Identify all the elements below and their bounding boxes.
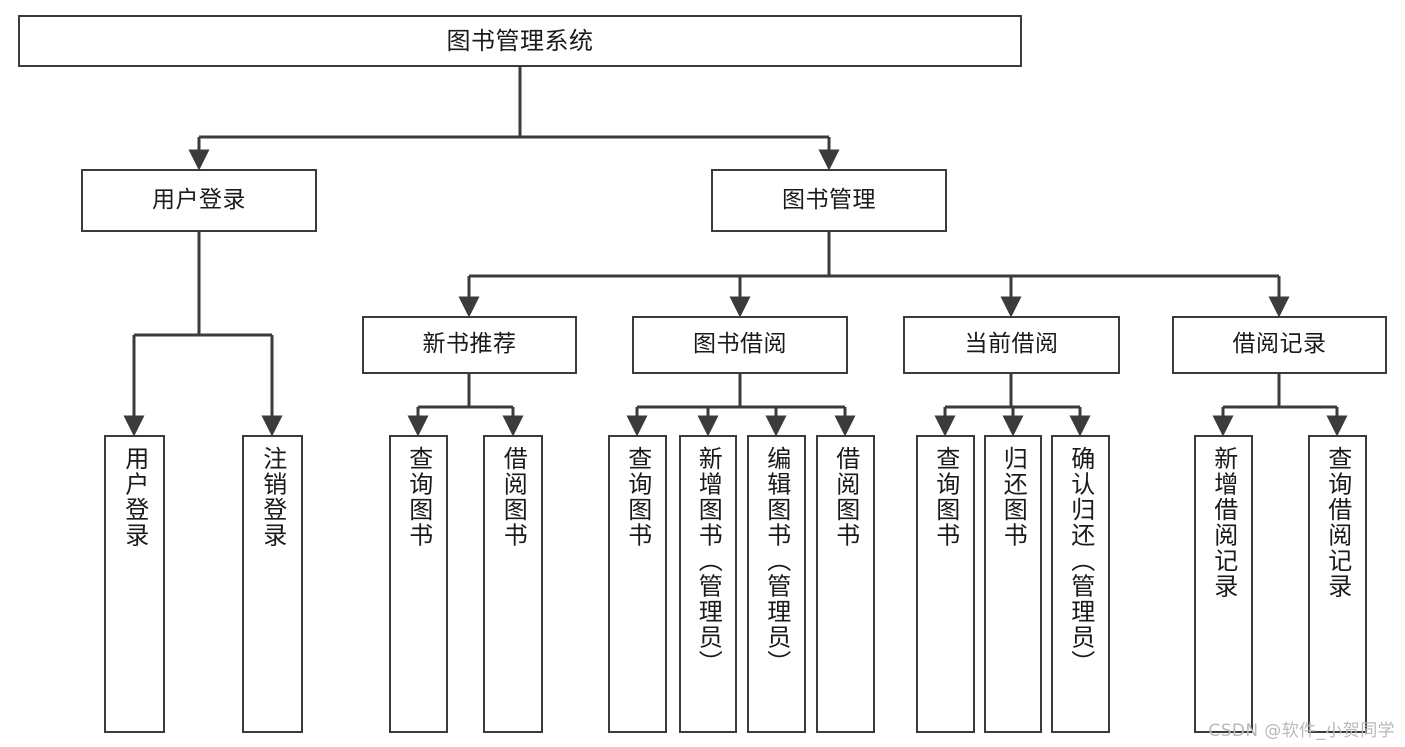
node-leaf-current-return-book-label: 归还图书 [999, 446, 1028, 548]
node-leaf-recommend-borrow-book-label: 借阅图书 [499, 446, 528, 548]
node-leaf-borrow-borrow-book[interactable]: 借阅图书 [816, 435, 875, 733]
node-book-manage[interactable]: 图书管理 [711, 169, 947, 232]
node-book-manage-label: 图书管理 [782, 186, 876, 213]
node-root[interactable]: 图书管理系统 [18, 15, 1022, 67]
node-book-borrow-label: 图书借阅 [693, 331, 787, 358]
node-leaf-recommend-borrow-book[interactable]: 借阅图书 [483, 435, 543, 733]
node-root-label: 图书管理系统 [446, 26, 594, 55]
node-leaf-current-confirm-return[interactable]: 确认归还（管理员） [1051, 435, 1110, 733]
node-leaf-record-add[interactable]: 新增借阅记录 [1194, 435, 1253, 733]
node-leaf-borrow-add-book-label: 新增图书（管理员） [694, 446, 723, 676]
node-leaf-recommend-query-book-label: 查询图书 [404, 446, 433, 548]
node-leaf-user-login[interactable]: 用户登录 [104, 435, 165, 733]
node-leaf-record-add-label: 新增借阅记录 [1209, 446, 1238, 599]
node-leaf-user-logout[interactable]: 注销登录 [242, 435, 303, 733]
node-new-book-recommend-label: 新书推荐 [422, 331, 517, 358]
node-borrow-record-label: 借阅记录 [1232, 331, 1327, 358]
node-leaf-user-login-label: 用户登录 [120, 446, 149, 548]
node-borrow-record[interactable]: 借阅记录 [1172, 316, 1387, 374]
node-leaf-current-query-book-label: 查询图书 [931, 446, 960, 548]
node-user-login[interactable]: 用户登录 [81, 169, 317, 232]
node-leaf-borrow-query-book[interactable]: 查询图书 [608, 435, 667, 733]
node-leaf-current-query-book[interactable]: 查询图书 [916, 435, 975, 733]
node-leaf-borrow-edit-book-label: 编辑图书（管理员） [762, 446, 791, 676]
node-leaf-record-query-label: 查询借阅记录 [1323, 446, 1352, 599]
node-leaf-borrow-add-book[interactable]: 新增图书（管理员） [679, 435, 737, 733]
node-leaf-borrow-borrow-book-label: 借阅图书 [831, 446, 860, 548]
node-new-book-recommend[interactable]: 新书推荐 [362, 316, 577, 374]
node-leaf-user-logout-label: 注销登录 [258, 446, 287, 548]
node-leaf-recommend-query-book[interactable]: 查询图书 [389, 435, 448, 733]
node-leaf-borrow-query-book-label: 查询图书 [623, 446, 652, 548]
node-leaf-current-confirm-return-label: 确认归还（管理员） [1066, 446, 1095, 676]
node-leaf-record-query[interactable]: 查询借阅记录 [1308, 435, 1367, 733]
node-leaf-current-return-book[interactable]: 归还图书 [984, 435, 1042, 733]
node-current-borrow-label: 当前借阅 [964, 331, 1059, 358]
node-user-login-label: 用户登录 [152, 186, 246, 213]
csdn-watermark: CSDN @软件_小贺同学 [1208, 721, 1395, 741]
node-leaf-borrow-edit-book[interactable]: 编辑图书（管理员） [747, 435, 806, 733]
node-current-borrow[interactable]: 当前借阅 [903, 316, 1120, 374]
node-book-borrow[interactable]: 图书借阅 [632, 316, 848, 374]
